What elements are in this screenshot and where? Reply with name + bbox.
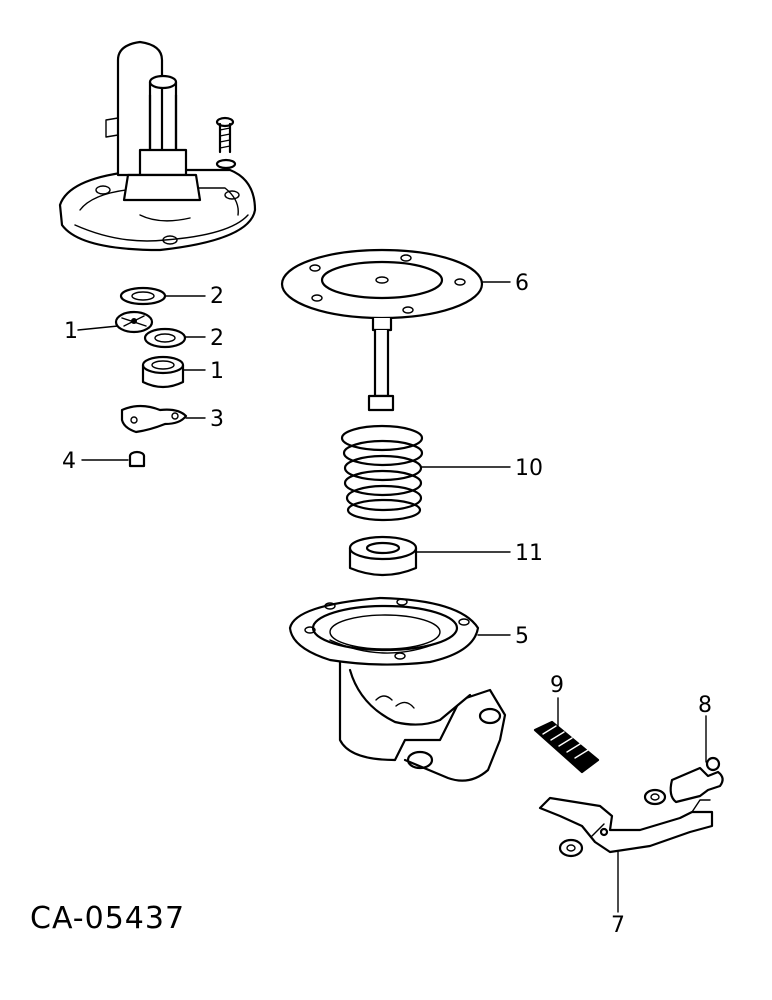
valve-gasket-upper [119, 286, 167, 306]
callout-1-upper: 1 [64, 319, 78, 344]
callout-9: 9 [550, 673, 564, 698]
pump-top-cover [58, 40, 257, 252]
pump-body [288, 596, 507, 782]
rocker-arm [538, 796, 714, 858]
callout-8: 8 [698, 693, 712, 718]
retainer-screw [128, 450, 146, 468]
valve-gasket-lower [143, 327, 187, 349]
diaphragm-assembly [280, 248, 484, 412]
rocker-arm-pin [643, 756, 724, 806]
valve-inlet [114, 310, 154, 334]
callout-7: 7 [611, 913, 625, 938]
callout-2-lower: 2 [210, 326, 224, 351]
oil-seal [348, 535, 418, 577]
callout-6: 6 [515, 271, 529, 296]
callout-labels: 2 1 2 1 3 4 6 10 11 5 9 8 7 [62, 271, 712, 938]
callout-10: 10 [515, 456, 543, 481]
valve-retainer [120, 404, 188, 434]
figure-reference: CA-05437 [30, 901, 185, 936]
leader-lines [77, 281, 707, 913]
cover-screw [215, 116, 237, 170]
valve-outlet [141, 355, 185, 389]
callout-2-upper: 2 [210, 284, 224, 309]
callout-4: 4 [62, 449, 76, 474]
callout-3: 3 [210, 407, 224, 432]
callout-11: 11 [515, 541, 543, 566]
rocker-arm-spring [533, 720, 600, 774]
callout-1-lower: 1 [210, 359, 224, 384]
diaphragm-spring [340, 424, 424, 522]
callout-5: 5 [515, 624, 529, 649]
